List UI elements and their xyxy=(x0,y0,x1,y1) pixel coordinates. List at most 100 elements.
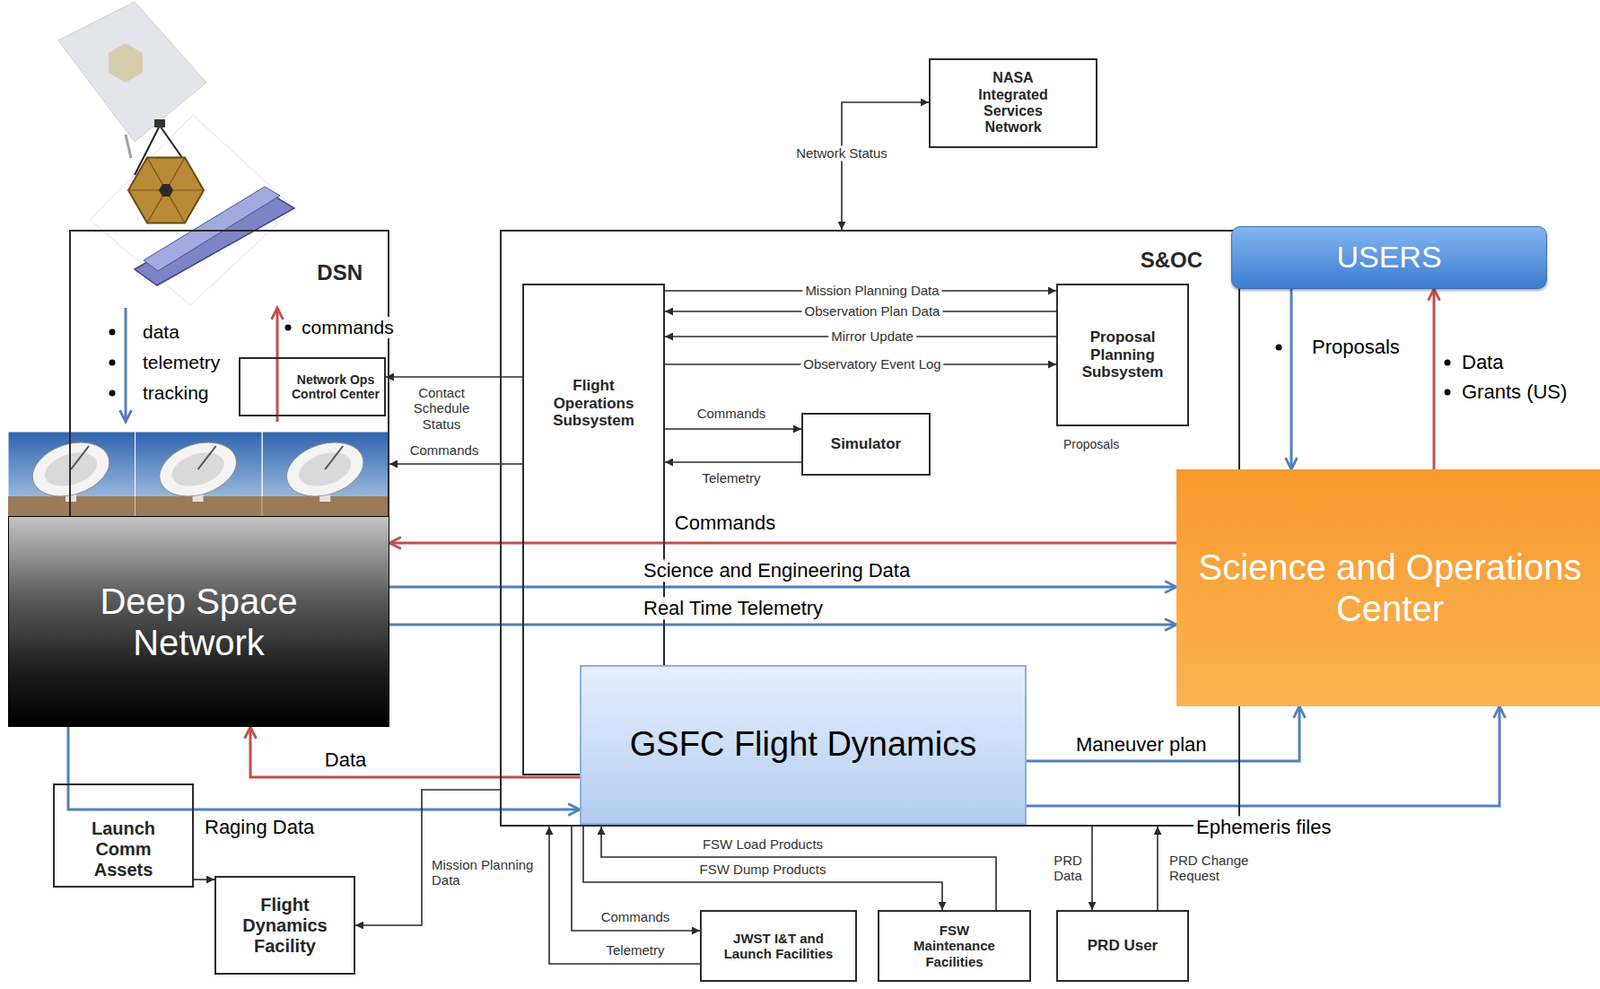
connector-arrow xyxy=(1290,288,1294,470)
node-label: PRD User xyxy=(1087,936,1158,955)
connector-arrow xyxy=(389,623,1177,627)
antenna-photo xyxy=(135,431,263,516)
edge-label: Data xyxy=(1459,350,1506,374)
edge-label: Contact Schedule Status xyxy=(402,384,481,432)
edge-label: Maneuver plan xyxy=(1073,733,1210,756)
edge-label: Network Status xyxy=(793,145,891,161)
bullet xyxy=(285,324,292,332)
connector-arrow xyxy=(549,826,700,964)
edge-label: Observation Plan Data xyxy=(802,303,944,319)
node-label: Simulator xyxy=(830,435,901,454)
edge-label: Commands xyxy=(694,405,770,421)
subsystem-box: Proposal Planning Subsystem xyxy=(1056,283,1190,427)
flight-dynamics-panel: GSFC Flight Dynamics xyxy=(579,664,1027,825)
connector-arrow xyxy=(571,826,700,931)
network-box: NASA Integrated Services Network xyxy=(928,58,1098,149)
users-banner: USERS xyxy=(1231,226,1548,289)
edge-label: Raging Data xyxy=(201,815,317,839)
edge-label: Real Time Telemetry xyxy=(640,596,826,620)
node-label: Flight Operations Subsystem xyxy=(531,376,656,430)
annotation-label: commands xyxy=(298,316,397,339)
connector-arrow xyxy=(1433,288,1436,470)
connector-arrow xyxy=(193,878,215,881)
edge-label: PRD Change Request xyxy=(1166,852,1262,884)
subsystem-box: Simulator xyxy=(801,412,931,476)
connector-arrow xyxy=(664,461,802,464)
user-box: PRD User xyxy=(1056,909,1190,982)
node-label: GSFC Flight Dynamics xyxy=(629,725,977,765)
bullet xyxy=(1276,344,1283,351)
node-label: JWST I&T and Launch Facilities xyxy=(720,930,838,962)
edge-label: Ephemeris files xyxy=(1193,815,1334,839)
edge-label: Mission Planning Data xyxy=(428,856,547,889)
node-label: NASA Integrated Services Network xyxy=(968,69,1058,137)
facility-box: FSW Maintenance Facilities xyxy=(877,909,1032,982)
edge-label: FSW Load Products xyxy=(699,836,826,852)
primary-mirror xyxy=(128,157,204,224)
node-label: Network Ops Control Center xyxy=(291,372,380,402)
connector-arrow xyxy=(389,542,1177,545)
node-label: DSN xyxy=(316,260,363,286)
connector-arrow xyxy=(583,826,943,910)
antenna-line xyxy=(125,134,132,158)
mirror-segments xyxy=(128,157,204,224)
annotation-label: telemetry xyxy=(139,351,223,374)
uplink-arrow xyxy=(276,307,280,422)
edge-label: Mirror Update xyxy=(828,328,917,344)
bullet xyxy=(109,329,116,336)
node-label: Launch Comm Assets xyxy=(74,818,174,881)
connector-arrow xyxy=(601,826,997,910)
annotation-label: Grants (US) xyxy=(1459,380,1570,403)
antenna-photo xyxy=(8,431,136,516)
bullet xyxy=(1444,359,1452,367)
connector-arrow xyxy=(664,428,802,430)
node-label: Deep Space Network xyxy=(64,580,334,664)
connector-arrow xyxy=(1026,706,1300,761)
connector-arrow xyxy=(389,585,1177,589)
connector-arrow xyxy=(841,102,929,230)
facility-box: Launch Comm Assets xyxy=(52,783,194,888)
node-label: USERS xyxy=(1336,239,1442,275)
antenna-photos xyxy=(8,431,390,516)
facility-box: Flight Dynamics Facility xyxy=(214,875,356,975)
node-label: FSW Maintenance Facilities xyxy=(905,922,1005,970)
node-label: Flight Dynamics Facility xyxy=(231,894,340,957)
edge-label: Science and Engineering Data xyxy=(640,559,913,582)
node-label: Science and Operations Center xyxy=(1194,546,1586,630)
connector-arrow xyxy=(68,726,580,810)
node-label: S&OC xyxy=(1140,247,1203,273)
edge-label: Data xyxy=(322,748,369,771)
downlink-arrow xyxy=(124,307,128,422)
connector-arrow xyxy=(1156,826,1159,910)
antenna-photo xyxy=(262,431,390,516)
sunshield-shape xyxy=(58,1,207,142)
edge-label: Commands xyxy=(407,442,482,458)
annotation-label: data xyxy=(139,321,183,343)
annotation-label: tracking xyxy=(139,382,212,404)
network-panel: Deep Space Network xyxy=(8,515,390,727)
bullet xyxy=(109,359,116,367)
bullet xyxy=(1444,389,1452,396)
facility-box: JWST I&T and Launch Facilities xyxy=(699,909,857,982)
mirror-center xyxy=(158,183,174,197)
telescope-illustration xyxy=(89,114,295,306)
connector-arrow xyxy=(385,375,523,378)
edge-label: FSW Dump Products xyxy=(697,861,830,877)
edge-label: Observatory Event Log xyxy=(800,356,944,372)
mirror-shape xyxy=(108,43,143,83)
connector-arrow xyxy=(1026,706,1500,806)
connector-arrow xyxy=(389,463,523,465)
connector-arrow xyxy=(1091,826,1093,910)
edge-label: Commands xyxy=(598,909,674,925)
edge-label: Proposals xyxy=(1309,335,1403,359)
edge-label: Telemetry xyxy=(699,470,763,486)
connector-arrow xyxy=(250,726,580,778)
photo-backdrop xyxy=(89,114,295,306)
edge-label: PRD Data xyxy=(1045,852,1091,884)
bullet xyxy=(109,390,116,397)
secondary-mirror xyxy=(154,119,166,128)
edge-label: Telemetry xyxy=(603,942,667,958)
control-center-box: Network Ops Control Center xyxy=(238,357,386,417)
annotation-label: Proposals xyxy=(1060,437,1122,452)
node-label: Proposal Planning Subsystem xyxy=(1063,328,1182,382)
